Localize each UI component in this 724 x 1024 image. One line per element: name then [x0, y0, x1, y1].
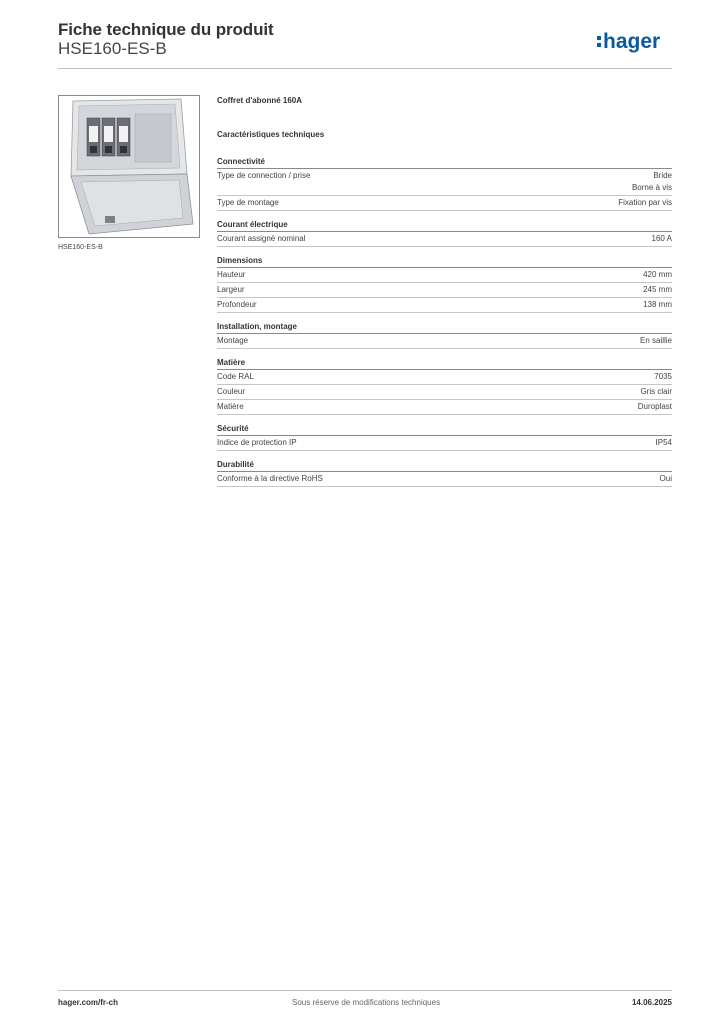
spec-row: Largeur 245 mm: [217, 283, 672, 298]
spec-value: En saillie: [640, 335, 672, 347]
spec-label: Conforme à la directive RoHS: [217, 474, 323, 483]
spec-value-line: Fixation par vis: [618, 198, 672, 207]
spec-value: 420 mm: [643, 269, 672, 281]
spec-label: Profondeur: [217, 300, 257, 309]
spec-row: Indice de protection IP IP54: [217, 436, 672, 451]
enclosure-illustration: [70, 98, 194, 235]
page-title: Fiche technique du produit: [58, 20, 274, 39]
spec-value-line: Gris clair: [640, 387, 672, 396]
spec-value: Fixation par vis: [618, 197, 672, 209]
spec-value: Gris clair: [640, 386, 672, 398]
spec-value-line: Oui: [659, 474, 672, 483]
section-title: Dimensions: [217, 255, 672, 268]
spec-value: 138 mm: [643, 299, 672, 311]
image-caption: HSE160-ES-B: [58, 244, 103, 251]
spec-value: 160 A: [652, 233, 672, 245]
spec-row: Profondeur 138 mm: [217, 298, 672, 313]
spec-value-line: IP54: [655, 438, 672, 447]
logo-dot-top: [597, 36, 601, 40]
footer-divider: [58, 990, 672, 991]
spec-value-line: Bride: [653, 171, 672, 180]
product-name: Coffret d'abonné 160A: [217, 96, 303, 105]
product-reference: HSE160-ES-B: [58, 39, 167, 58]
spec-value-line: 245 mm: [643, 285, 672, 294]
spec-label: Hauteur: [217, 270, 246, 279]
section-title: Courant électrique: [217, 219, 672, 232]
footer-notice: Sous réserve de modifications techniques: [292, 998, 441, 1007]
section-title: Sécurité: [217, 423, 672, 436]
spec-row: Conforme à la directive RoHS Oui: [217, 472, 672, 487]
spec-label: Largeur: [217, 285, 245, 294]
spec-row: Code RAL 7035: [217, 370, 672, 385]
spec-value-line: En saillie: [639, 336, 672, 345]
spec-value: 7035: [654, 371, 672, 383]
spec-value-line: 7035: [654, 372, 672, 381]
spec-label: Montage: [217, 336, 249, 345]
spec-row: Couleur Gris clair: [217, 385, 672, 400]
spec-heading: Caractéristiques techniques: [217, 130, 325, 139]
header-divider: [58, 68, 672, 69]
footer-website: hager.com/fr-ch: [58, 998, 119, 1007]
product-image: [58, 95, 200, 238]
section-title: Durabilité: [217, 459, 672, 472]
spec-label: Code RAL: [217, 372, 254, 381]
section-title: Matière: [217, 357, 672, 370]
spec-label: Courant assigné nominal: [217, 234, 306, 243]
spec-content: Coffret d'abonné 160A Caractéristiques t…: [217, 95, 672, 495]
spec-row: Hauteur 420 mm: [217, 268, 672, 283]
spec-label: Type de connection / prise: [217, 171, 311, 180]
spec-label: Couleur: [217, 387, 246, 396]
spec-row: Montage En saillie: [217, 334, 672, 349]
spec-label: Matière: [217, 402, 244, 411]
spec-value-line: 138 mm: [643, 300, 672, 309]
spec-label: Type de montage: [217, 198, 279, 207]
section-title: Installation, montage: [217, 321, 672, 334]
logo-dot-bottom: [597, 43, 601, 47]
spec-value-line: 420 mm: [643, 270, 672, 279]
spec-row: Courant assigné nominal 160 A: [217, 232, 672, 247]
footer-date: 14.06.2025: [631, 998, 672, 1007]
logo-wordmark: hager: [603, 30, 660, 53]
spec-value: Oui: [660, 473, 672, 485]
spec-label: Indice de protection IP: [217, 438, 297, 447]
spec-value: IP54: [656, 437, 672, 449]
spec-value: 245 mm: [643, 284, 672, 296]
spec-value: Duroplast: [638, 401, 672, 413]
spec-value-line: Borne à vis: [631, 183, 672, 192]
spec-row: Type de montage Fixation par vis: [217, 196, 672, 211]
hager-logo: hager: [597, 30, 660, 53]
spec-value-line: 160 A: [651, 234, 672, 243]
section-title: Connectivité: [217, 156, 672, 169]
spec-row: Matière Duroplast: [217, 400, 672, 415]
spec-value-line: Duroplast: [637, 402, 672, 411]
fuse-holders: [86, 117, 131, 157]
